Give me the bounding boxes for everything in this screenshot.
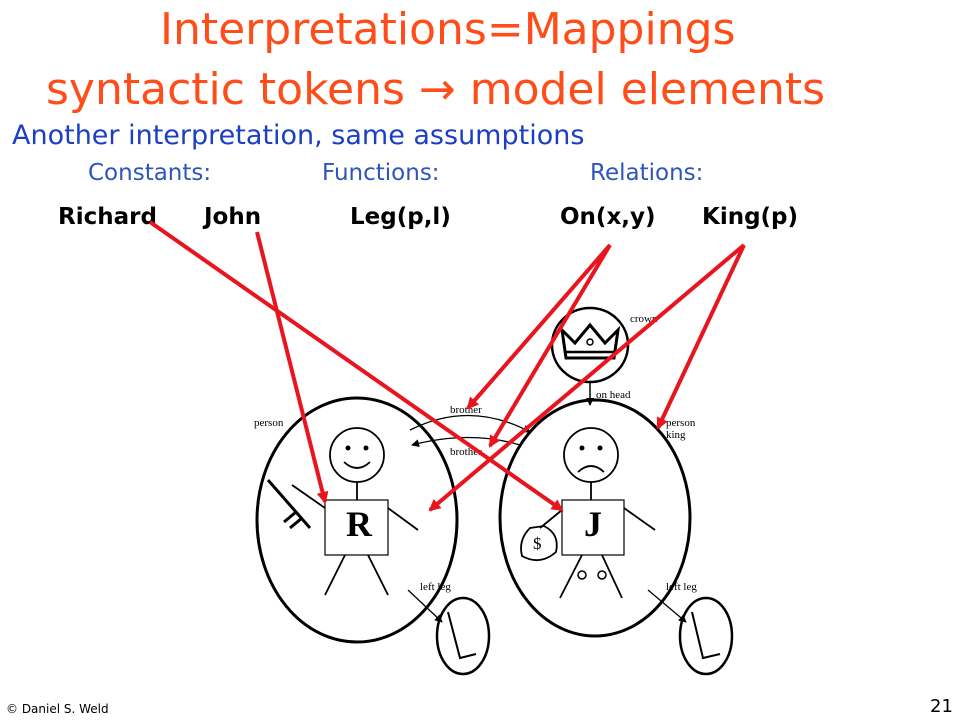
left-leg-label-1: left leg: [420, 581, 451, 593]
john-left-leg: [678, 596, 734, 676]
relations-header: Relations:: [590, 160, 704, 186]
brother-top-label: brother: [450, 404, 482, 416]
title-line-1: Interpretations=Mappings: [160, 4, 736, 55]
arrow-king-2: [656, 244, 746, 430]
richard-left-leg: [435, 596, 491, 676]
letter-j: J: [584, 504, 602, 544]
crown-object: [550, 306, 630, 384]
title-line-2: syntactic tokens → model elements: [46, 64, 826, 115]
john-person: [498, 398, 692, 638]
subtitle: Another interpretation, same assumptions: [12, 120, 585, 151]
token-king: King(p): [702, 204, 799, 230]
arrow-richard-to-j: [148, 220, 564, 512]
arrow-on-1: [466, 243, 612, 410]
token-richard: Richard: [58, 204, 157, 230]
letter-r: R: [346, 504, 373, 544]
token-leg: Leg(p,l): [350, 204, 451, 230]
arrow-john-to-r: [255, 231, 329, 504]
token-on: On(x,y): [560, 204, 656, 230]
mapping-arrows: [148, 220, 746, 512]
dollar-sign: $: [533, 534, 542, 553]
person-label: person: [254, 417, 284, 429]
on-head-label: on head: [596, 389, 631, 401]
arrow-king-1: [428, 243, 746, 512]
footer-credit: © Daniel S. Weld: [6, 702, 109, 716]
arrow-on-2: [488, 243, 612, 448]
functions-header: Functions:: [322, 160, 440, 186]
constants-header: Constants:: [88, 160, 212, 186]
person-king-label-2: king: [666, 429, 686, 441]
richard-person: [255, 396, 459, 644]
page-number: 21: [930, 696, 953, 717]
left-leg-label-2: left leg: [666, 581, 697, 593]
token-john: John: [204, 204, 262, 230]
person-king-label-1: person: [666, 417, 696, 429]
